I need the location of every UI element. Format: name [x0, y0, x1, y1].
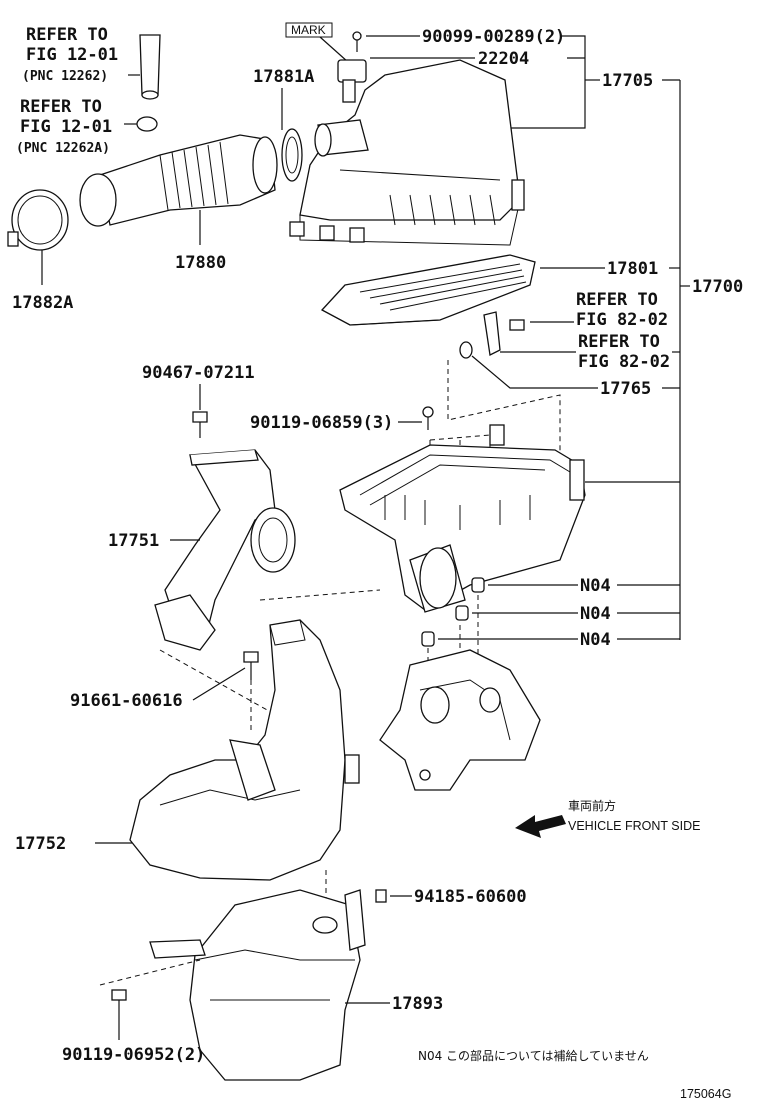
bolt-ref-illustration: [509, 319, 525, 331]
filter-element-17801-illustration: [320, 254, 536, 326]
ref-text: REFER TO: [576, 290, 658, 310]
label-17880[interactable]: 17880: [175, 253, 226, 273]
label-17705[interactable]: 17705: [602, 71, 653, 91]
ref-text: FIG 82-02: [576, 310, 668, 330]
front-label-jp: 車両前方: [568, 798, 616, 813]
label-22204[interactable]: 22204: [478, 49, 529, 69]
label-91661-60616[interactable]: 91661-60616: [70, 691, 183, 711]
label-n04-c[interactable]: N04: [580, 630, 611, 650]
hose-pipe-illustration: [128, 34, 161, 100]
label-90467-07211[interactable]: 90467-07211: [142, 363, 255, 383]
screw-90099-illustration: [352, 31, 362, 52]
mark-text: MARK: [291, 23, 326, 37]
duct-17752-illustration: [129, 619, 360, 881]
label-n04-a[interactable]: N04: [580, 576, 611, 596]
gasket-17881A-illustration: [281, 128, 303, 182]
mark-box: [285, 22, 333, 38]
ref-text: FIG 12-01: [20, 117, 112, 137]
label-17882A[interactable]: 17882A: [12, 293, 73, 313]
figure-code: 175064G: [680, 1087, 731, 1101]
hose-17880-illustration: [79, 134, 278, 227]
air-cleaner-cap-illustration: [289, 59, 525, 246]
label-17801[interactable]: 17801: [607, 259, 658, 279]
sensor-22204-illustration: [337, 59, 367, 103]
label-94185-60600[interactable]: 94185-60600: [414, 887, 527, 907]
duct-17751-illustration: [154, 449, 296, 651]
ref-text: (PNC 12262A): [16, 141, 110, 156]
vehicle-front-arrow-icon: [515, 815, 566, 838]
label-17881A[interactable]: 17881A: [253, 67, 314, 87]
nut-94185-illustration: [375, 889, 387, 903]
ref-text: FIG 82-02: [578, 352, 670, 372]
front-label-en: VEHICLE FRONT SIDE: [568, 819, 700, 833]
grommet-n04-c-illustration: [421, 631, 435, 647]
grommet-n04-b-illustration: [455, 605, 469, 621]
bolt-90119b-illustration: [111, 989, 127, 1015]
screw-90119a-illustration: [422, 406, 434, 430]
ref-fig82-a[interactable]: REFER TO FIG 82-02: [576, 290, 668, 330]
label-90119-06952[interactable]: 90119-06952(2): [62, 1045, 205, 1065]
label-17700[interactable]: 17700: [692, 277, 743, 297]
label-17752[interactable]: 17752: [15, 834, 66, 854]
ref-fig82-b[interactable]: REFER TO FIG 82-02: [578, 332, 670, 372]
note-n04: N04 この部品については補給していません: [418, 1048, 649, 1063]
ref-text: REFER TO: [26, 25, 108, 45]
label-90119-06859[interactable]: 90119-06859(3): [250, 413, 393, 433]
bolt-90467-illustration: [192, 411, 208, 438]
air-cleaner-case-illustration: [339, 424, 586, 613]
label-17893[interactable]: 17893: [392, 994, 443, 1014]
ref-text: REFER TO: [20, 97, 102, 117]
label-17765[interactable]: 17765: [600, 379, 651, 399]
label-n04-b[interactable]: N04: [580, 604, 611, 624]
clamp-17882A-illustration: [7, 189, 69, 251]
ref-text: (PNC 12262): [22, 69, 108, 84]
resonator-17893-illustration: [149, 889, 366, 1081]
clip-illustration: [124, 116, 158, 132]
label-90099-00289[interactable]: 90099-00289(2): [422, 27, 565, 47]
ref-fig12-mid[interactable]: REFER TO FIG 12-01 (PNC 12262A): [16, 97, 112, 156]
ref-text: FIG 12-01: [26, 45, 118, 65]
mount-bracket-illustration: [379, 649, 541, 791]
bracket-ref-illustration: [483, 311, 501, 356]
grommet-17765-illustration: [459, 341, 473, 359]
ref-fig12-top[interactable]: REFER TO FIG 12-01 (PNC 12262): [22, 25, 118, 84]
label-17751[interactable]: 17751: [108, 531, 159, 551]
bolt-91661-illustration: [243, 651, 259, 680]
ref-text: REFER TO: [578, 332, 660, 352]
grommet-n04-a-illustration: [471, 577, 485, 593]
